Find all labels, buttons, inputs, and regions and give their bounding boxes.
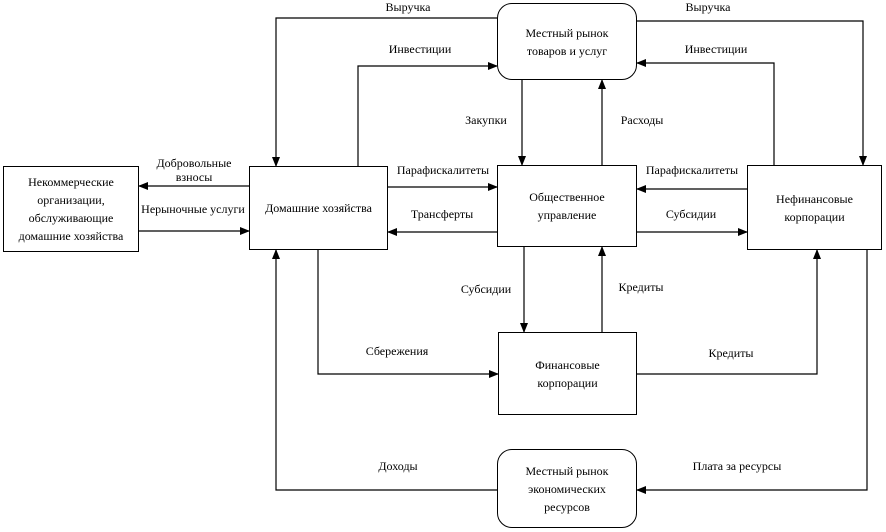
node-households: Домашние хозяйства	[249, 166, 388, 250]
flow-label-transfers: Трансферты	[409, 207, 475, 222]
flow-label-subsidies-middle: Субсидии	[459, 282, 513, 297]
flow-label-incomes: Доходы	[377, 459, 419, 474]
flow-label-nonmarket-services: Нерыночные услуги	[140, 202, 246, 217]
flow-line-15	[637, 249, 821, 375]
flow-label-parafiscal-left: Парафискалитеты	[395, 163, 491, 178]
flow-line-14	[317, 250, 499, 378]
node-public-administration: Общественное управление	[497, 165, 637, 247]
node-nonprofit-organizations: Некоммерческие организации, обслуживающи…	[3, 166, 139, 252]
flow-label-expenses: Расходы	[619, 113, 665, 128]
flow-label-credits-right: Кредиты	[707, 346, 755, 361]
flow-line-17	[636, 250, 868, 494]
flow-label-revenue-left: Выручка	[384, 0, 432, 15]
flow-line-2	[637, 20, 867, 166]
node-financial-corporations: Финансовые корпорации	[498, 332, 637, 415]
flow-label-subsidies-right: Субсидии	[664, 207, 718, 222]
flow-line-16	[272, 249, 497, 491]
node-nonfinancial-corporations: Нефинансовые корпорации	[747, 165, 882, 250]
flow-label-parafiscal-right: Парафискалитеты	[644, 163, 740, 178]
node-local-goods-market: Местный рынок товаров и услуг	[497, 3, 637, 80]
flow-label-purchases: Закупки	[464, 113, 508, 128]
flow-label-payment-for-resources: Плата за ресурсы	[691, 459, 783, 474]
flow-line-1	[357, 62, 498, 166]
flow-label-credits-middle: Кредиты	[617, 280, 665, 295]
flow-label-investments-right: Инвестиции	[683, 42, 749, 57]
flow-line-0	[272, 17, 497, 167]
flow-label-savings: Сбережения	[364, 344, 430, 359]
node-local-resources-market: Местный рынок экономических ресурсов	[497, 449, 637, 528]
flow-label-revenue-right: Выручка	[684, 0, 732, 15]
flow-line-3	[636, 59, 775, 165]
flow-label-investments-left: Инвестиции	[387, 42, 453, 57]
flow-label-voluntary-contributions: Добровольные взносы	[155, 156, 233, 185]
